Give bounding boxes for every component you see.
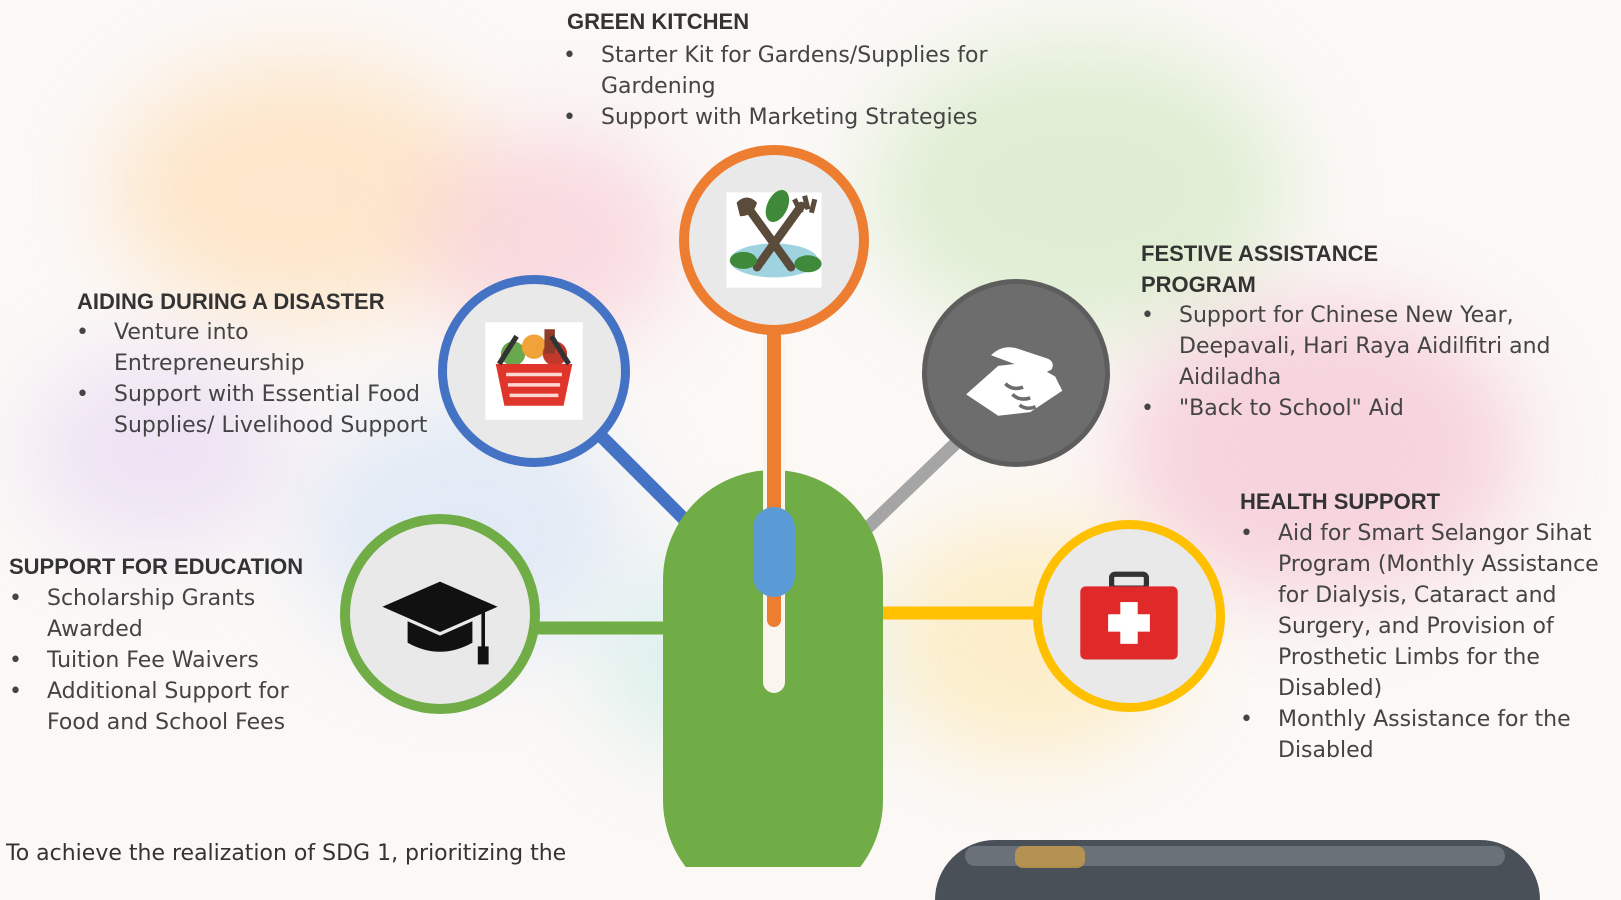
education-title: SUPPORT FOR EDUCATION xyxy=(9,554,304,579)
list-item: Scholarship Grants Awarded xyxy=(9,583,339,645)
green-kitchen-list: Starter Kit for Gardens/Supplies for Gar… xyxy=(563,40,1043,133)
education-list: Scholarship Grants Awarded Tuition Fee W… xyxy=(9,583,339,738)
grocery-basket-icon xyxy=(485,322,583,420)
graduation-cap-icon xyxy=(382,581,498,665)
list-item: Venture into Entrepreneurship xyxy=(76,317,446,379)
health-circle xyxy=(1033,520,1225,712)
computer-mouse-icon xyxy=(663,293,883,867)
photo-logo xyxy=(1015,846,1085,868)
list-item: Support with Marketing Strategies xyxy=(563,102,1043,133)
disaster-list: Venture into Entrepreneurship Support wi… xyxy=(76,317,446,441)
disaster-title: AIDING DURING A DISASTER xyxy=(77,289,385,314)
health-list: Aid for Smart Selangor Sihat Program (Mo… xyxy=(1240,518,1620,766)
mouse-wheel xyxy=(753,507,795,597)
disaster-circle xyxy=(438,275,630,467)
list-item: Tuition Fee Waivers xyxy=(9,645,339,676)
handshake-icon xyxy=(966,347,1063,416)
list-item: Aid for Smart Selangor Sihat Program (Mo… xyxy=(1240,518,1620,704)
festive-title: FESTIVE ASSISTANCE PROGRAM xyxy=(1141,241,1379,297)
sdg-intro-text: To achieve the realization of SDG 1, pri… xyxy=(6,841,567,866)
first-aid-kit-icon xyxy=(1080,571,1178,660)
list-item: Starter Kit for Gardens/Supplies for Gar… xyxy=(563,40,1043,102)
list-item: Additional Support for Food and School F… xyxy=(9,676,339,738)
gardening-tools-icon xyxy=(726,190,822,288)
connector-disaster xyxy=(578,413,707,542)
festive-list: Support for Chinese New Year, Deepavali,… xyxy=(1141,300,1561,424)
diagram-connectors xyxy=(513,293,1052,867)
health-title: HEALTH SUPPORT xyxy=(1240,489,1441,514)
festive-circle xyxy=(922,279,1110,467)
event-photo xyxy=(935,840,1540,900)
list-item: "Back to School" Aid xyxy=(1141,393,1561,424)
list-item: Support for Chinese New Year, Deepavali,… xyxy=(1141,300,1561,393)
education-circle xyxy=(340,514,540,714)
list-item: Monthly Assistance for the Disabled xyxy=(1240,704,1620,766)
green-kitchen-circle xyxy=(679,145,869,335)
photo-highlight xyxy=(965,846,1505,866)
green-kitchen-title: GREEN KITCHEN xyxy=(567,9,750,34)
list-item: Support with Essential Food Supplies/ Li… xyxy=(76,379,446,441)
